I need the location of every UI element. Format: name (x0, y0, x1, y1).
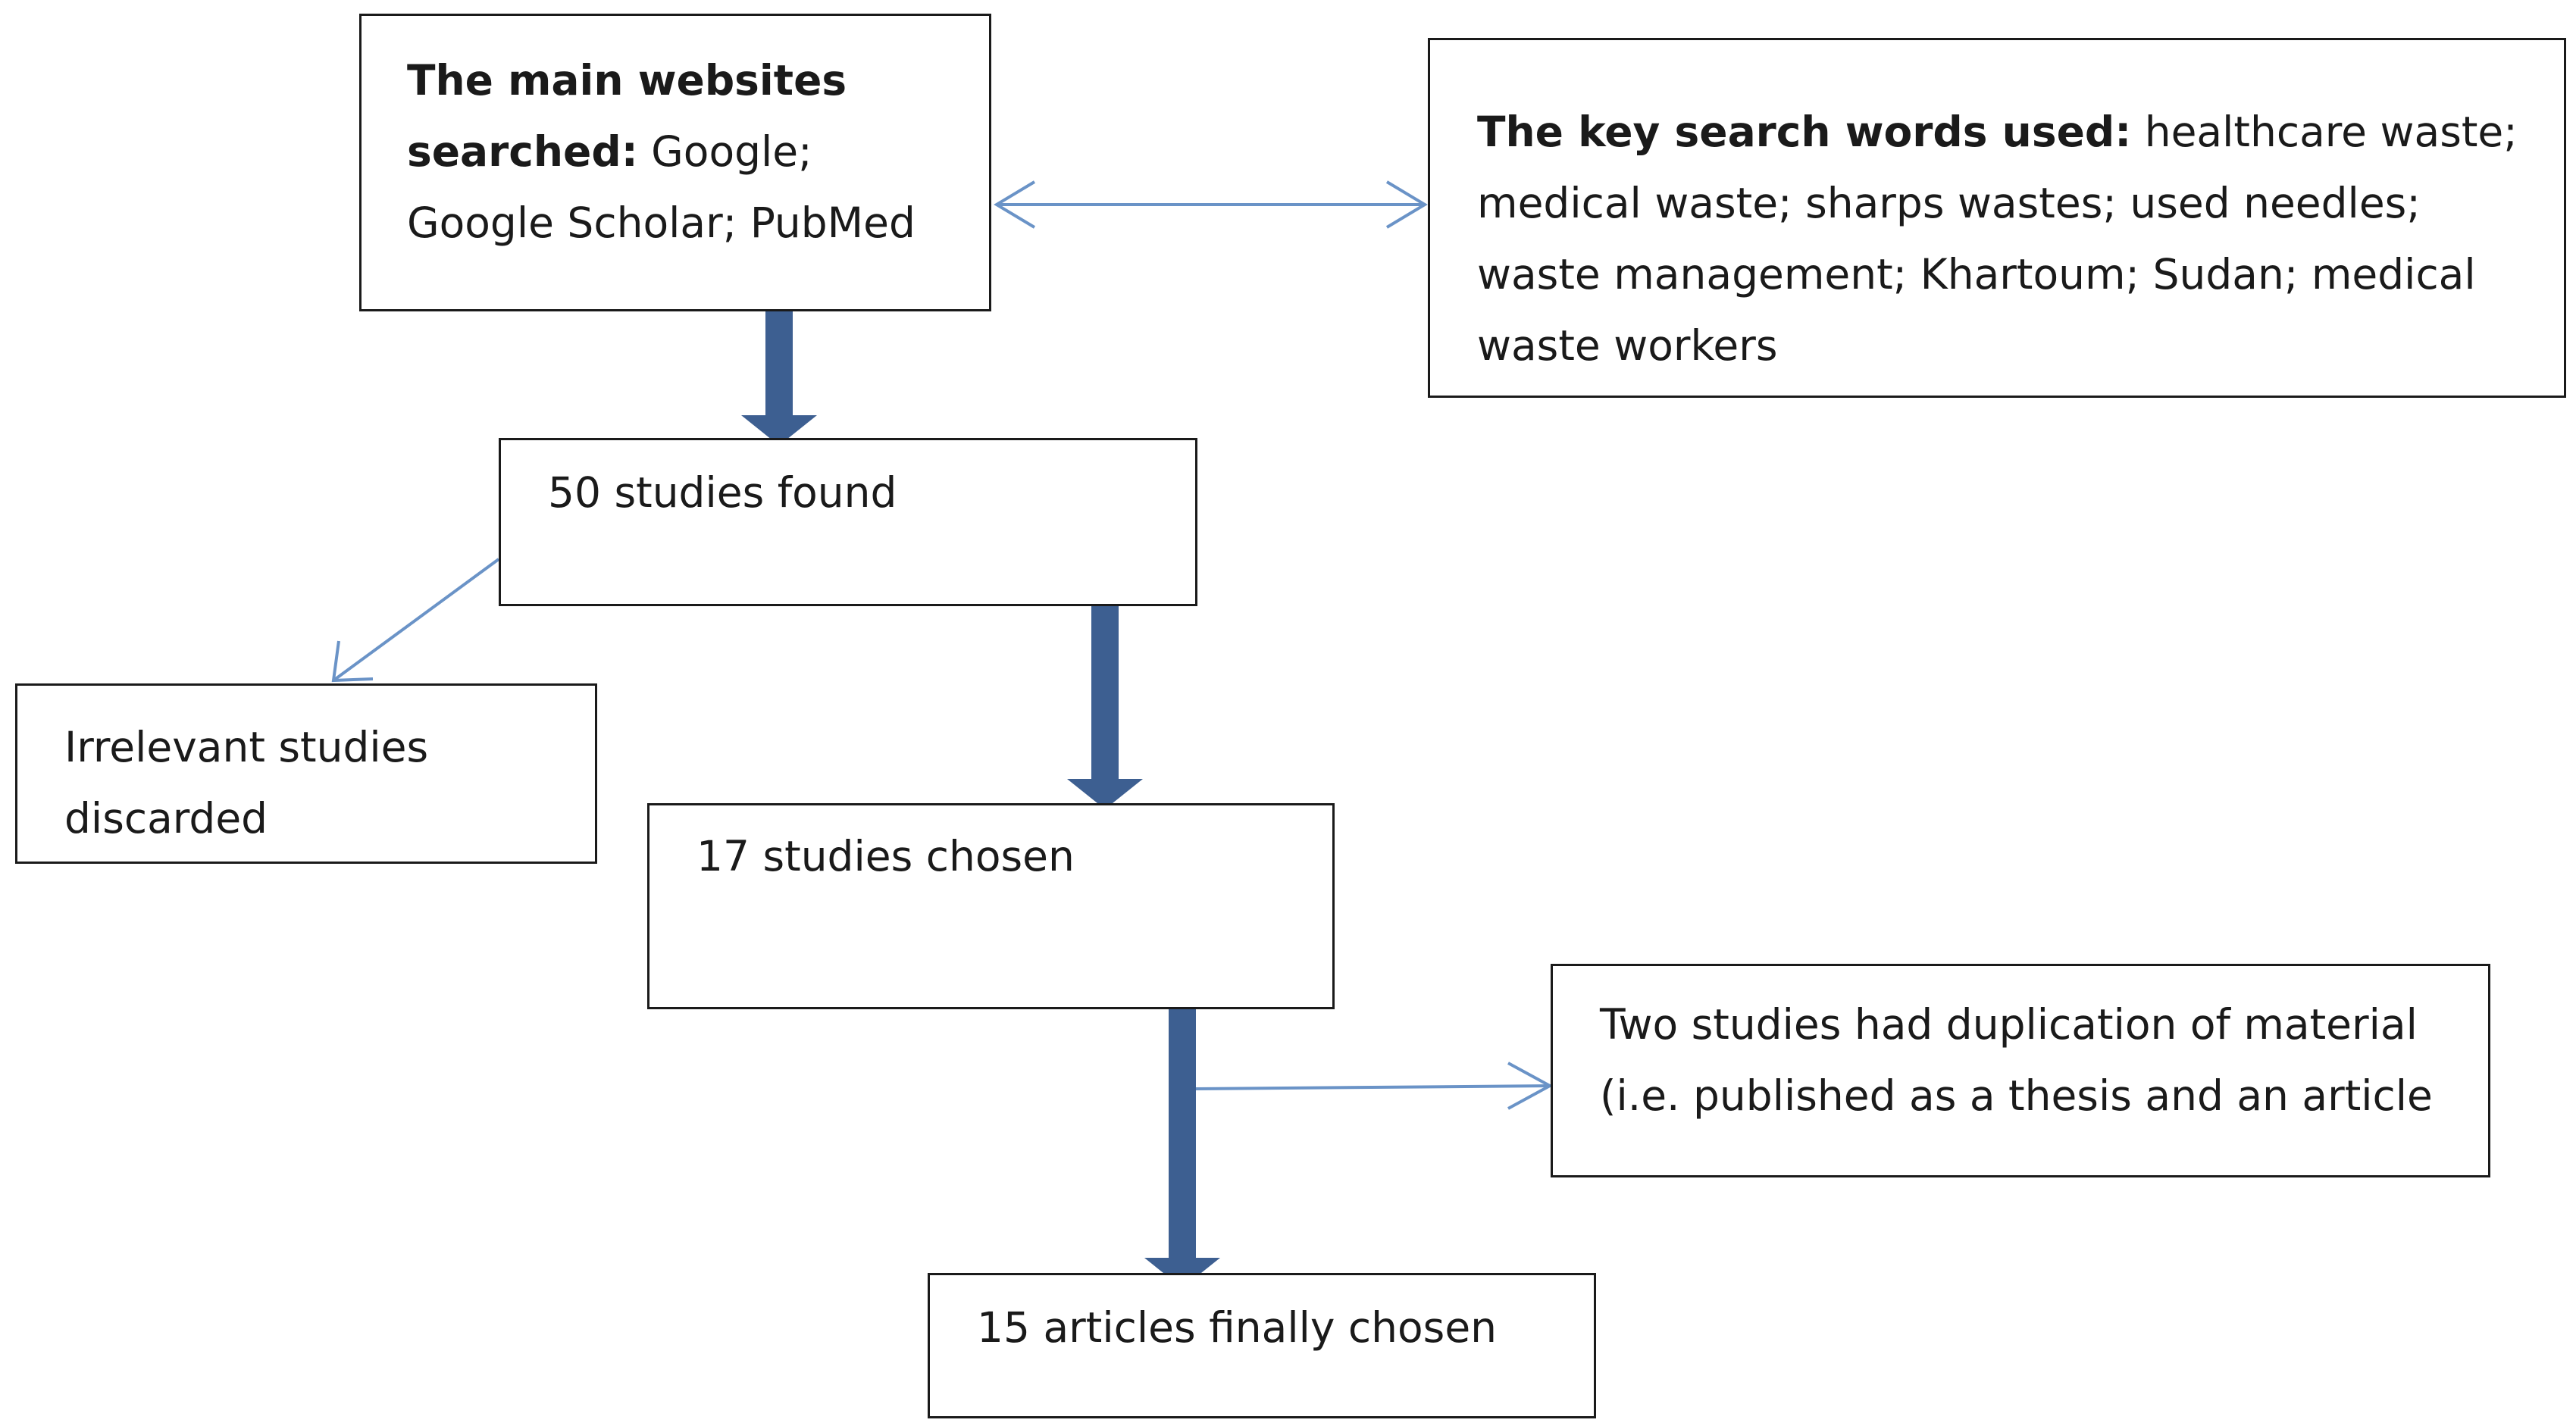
chosen-box: 17 studies chosen (647, 803, 1335, 1009)
websites-line-2-rest: Google; (637, 127, 812, 176)
websites-line-2: searched: Google; (407, 116, 989, 187)
arrow-found-to-chosen (1067, 597, 1143, 809)
irrelevant-line-1: Irrelevant studies (64, 723, 429, 771)
duplication-box: Two studies had duplication of material … (1551, 964, 2490, 1177)
final-box: 15 articles finally chosen (928, 1273, 1596, 1418)
right-arrowhead (1385, 180, 1428, 229)
arrow-chosen-to-final (1144, 999, 1220, 1288)
arrow-websites-to-found (741, 302, 817, 446)
found-box: 50 studies found (499, 438, 1197, 606)
final-line-1: 15 articles finally chosen (977, 1303, 1498, 1352)
keywords-line-1-rest: healthcare waste; (2131, 108, 2518, 156)
websites-bold-1: The main websites (407, 56, 847, 105)
arrow-found-to-irrelevant (331, 558, 500, 683)
duplication-line-2: (i.e. published as a thesis and an artic… (1600, 1071, 2433, 1120)
left-arrowhead (994, 180, 1036, 229)
duplication-line-1: Two studies had duplication of material (1600, 1000, 2418, 1049)
irrelevant-line-2: discarded (64, 794, 268, 843)
keywords-line-2: medical waste; sharps wastes; used needl… (1477, 179, 2421, 227)
keywords-bold: The key search words used: (1477, 108, 2132, 156)
websites-line-3: Google Scholar; PubMed (407, 199, 916, 247)
keywords-line-4: waste workers (1477, 321, 1778, 370)
websites-box: The main websites searched: Google; Goog… (359, 14, 991, 311)
keywords-line-1: The key search words used: healthcare wa… (1477, 96, 2564, 167)
websites-bold-2: searched: (407, 127, 638, 176)
websites-line-1: The main websites (407, 45, 989, 116)
keywords-line-3: waste management; Khartoum; Sudan; medic… (1477, 250, 2476, 299)
found-line-1: 50 studies found (548, 468, 897, 517)
websites-keywords-connector (994, 180, 1428, 229)
chosen-line-1: 17 studies chosen (696, 832, 1075, 880)
keywords-box: The key search words used: healthcare wa… (1428, 38, 2566, 398)
irrelevant-box: Irrelevant studies discarded (15, 683, 597, 864)
arrow-to-duplication (1195, 1062, 1554, 1110)
